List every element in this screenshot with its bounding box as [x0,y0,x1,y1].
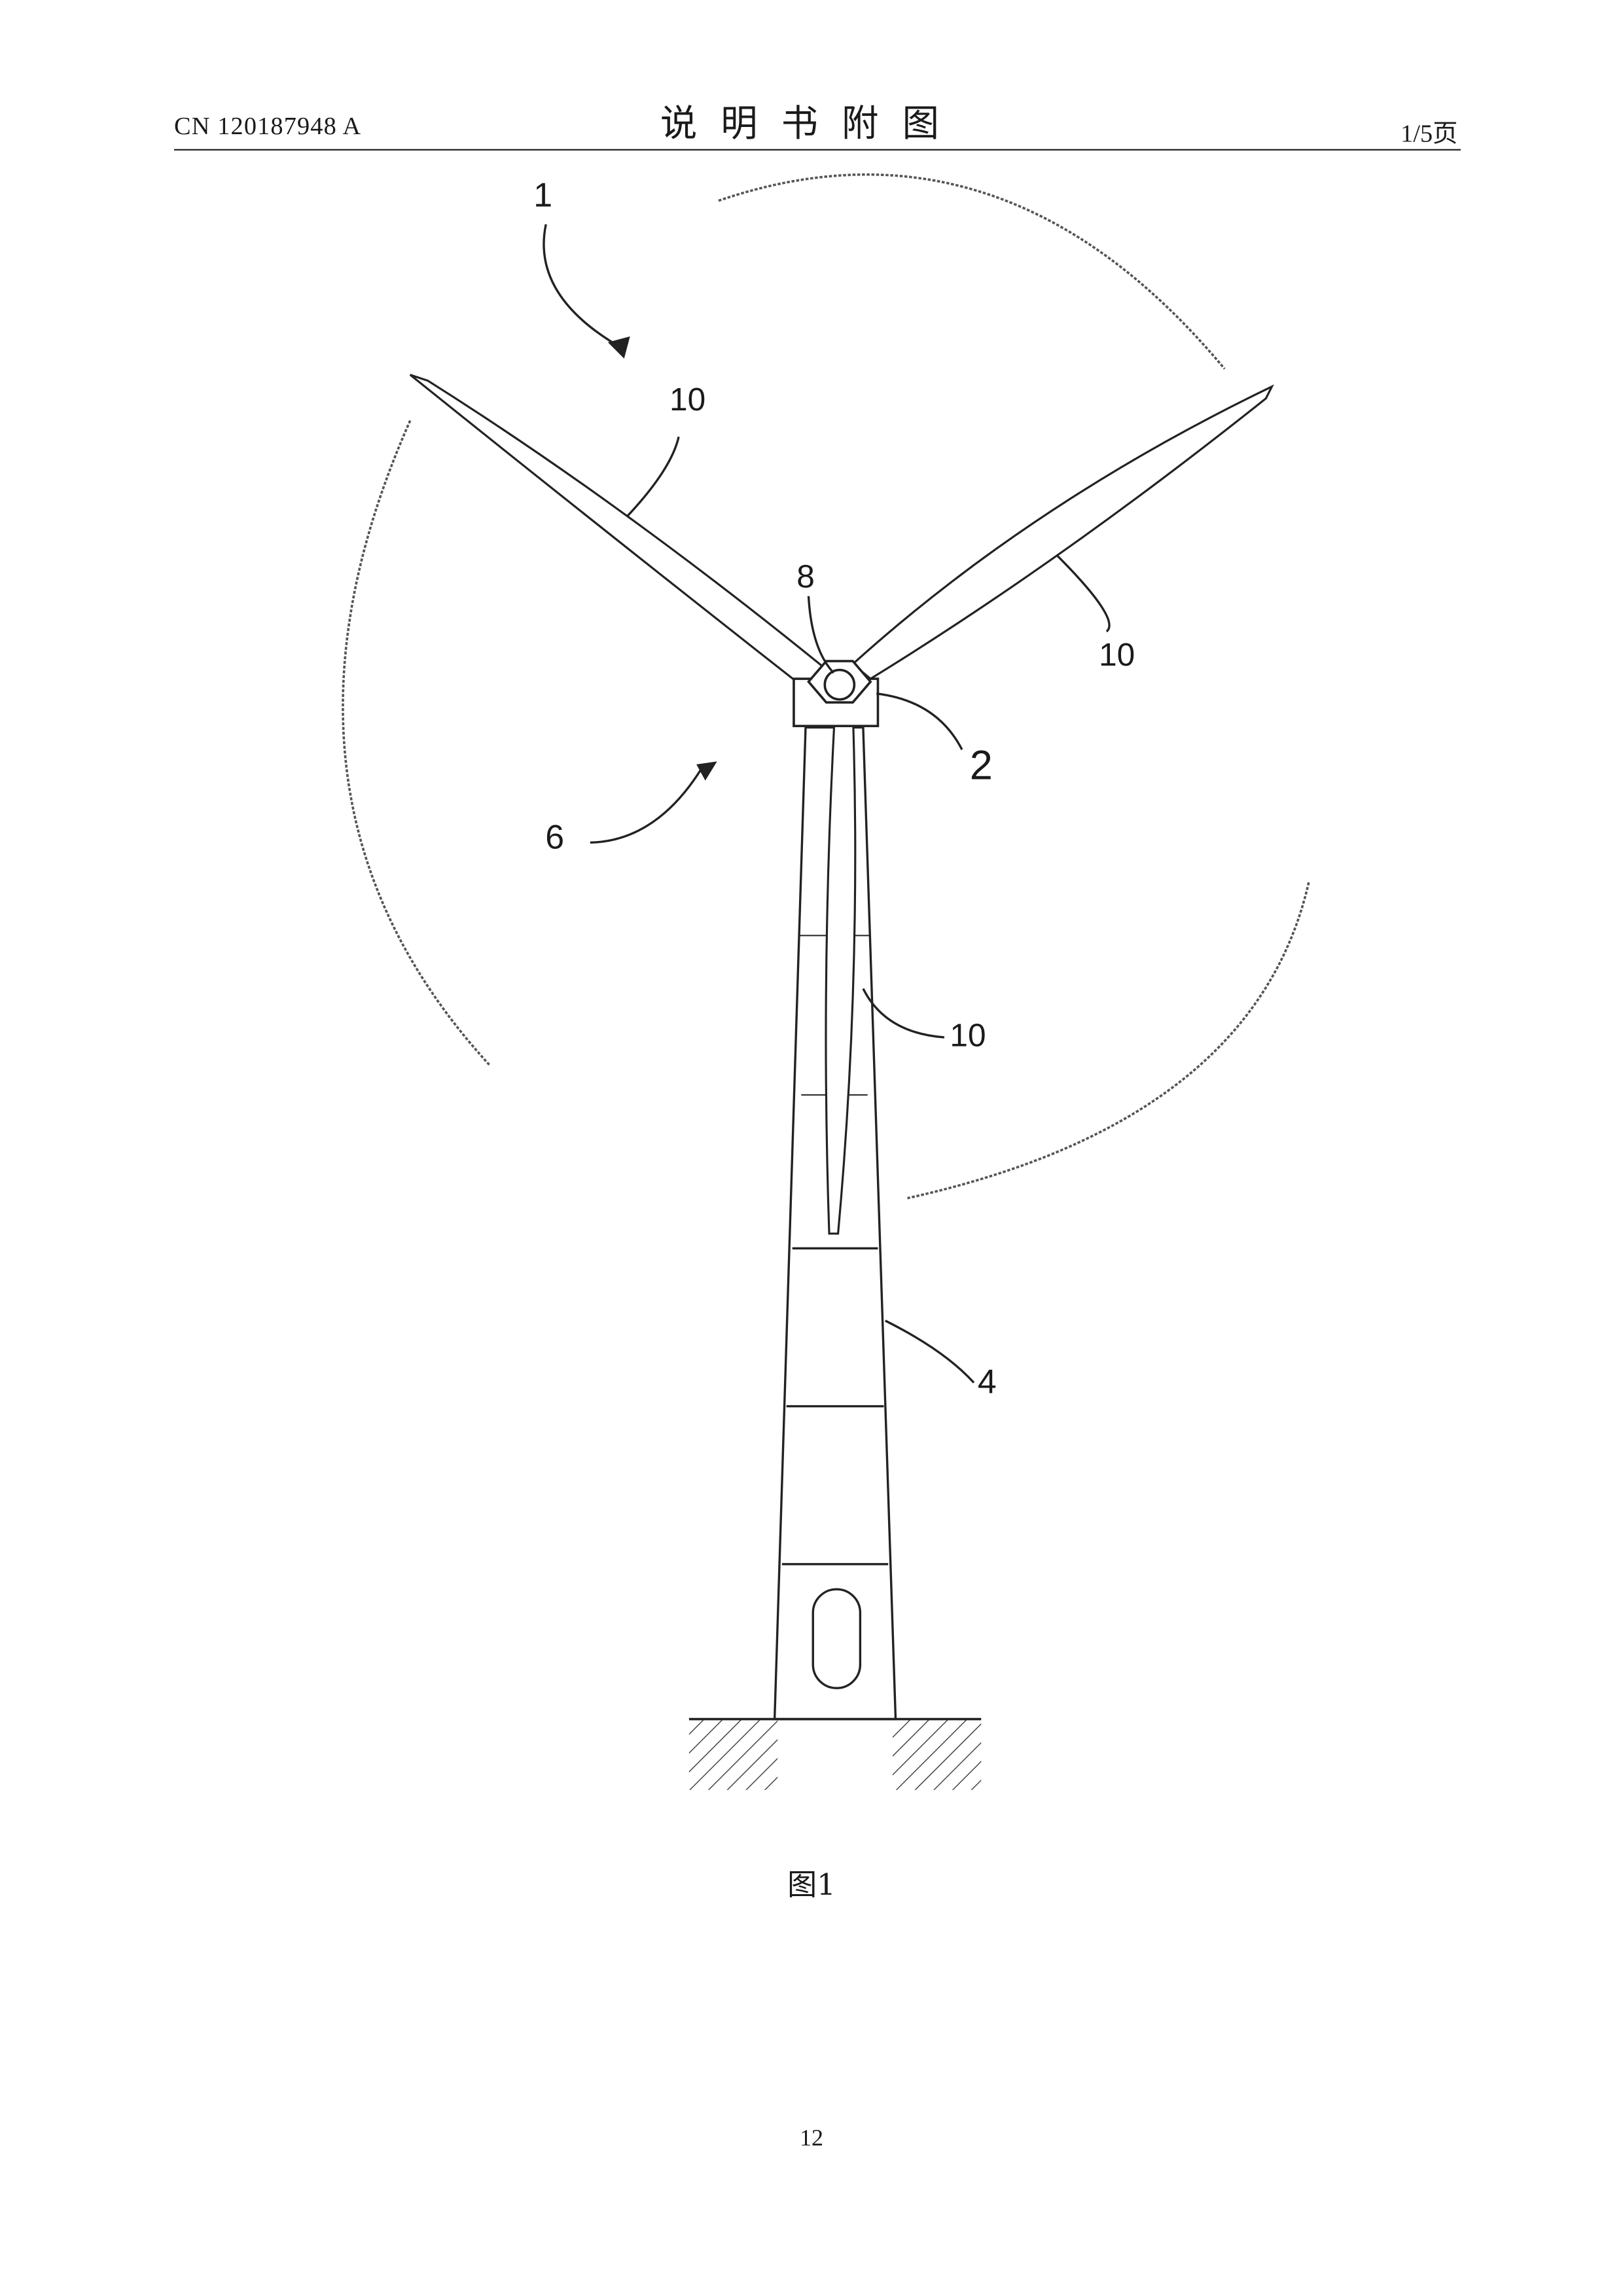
leader-10-left [627,437,679,516]
label-blade-left: 10 [669,381,705,418]
leader-6 [590,767,702,842]
leader-lines [544,224,1109,1383]
label-wind-turbine: 1 [533,176,552,214]
label-tower: 4 [978,1362,997,1400]
page-number: 12 [0,2126,1623,2153]
leader-4 [885,1321,974,1383]
label-nacelle: 2 [970,742,993,788]
rotor-arc-top [719,175,1224,369]
leader-10-right [1056,555,1109,632]
label-rotor: 6 [545,817,564,855]
label-blade-down: 10 [950,1016,986,1053]
leader-10-down [863,989,944,1037]
blades [410,375,1272,1234]
figure-caption: 图1 [0,1861,1623,1903]
tower-door [813,1589,860,1688]
arrowhead-1 [608,336,630,359]
leader-1 [544,224,620,347]
blade-right [853,387,1272,679]
blade-left [410,375,823,688]
ground-hatch-left [689,1719,777,1790]
leader-2 [876,694,962,750]
ground-foundation [689,1719,981,1790]
label-hub: 8 [796,558,815,594]
label-blade-right: 10 [1099,636,1135,673]
blade-down [826,708,855,1234]
ground-hatch-right [893,1719,981,1790]
hub-center [825,670,854,700]
rotor-arc-left [343,421,490,1066]
